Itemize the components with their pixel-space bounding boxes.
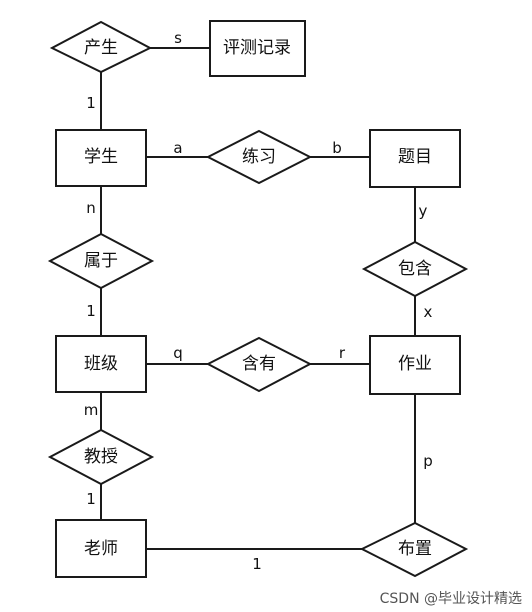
entity-label: 学生 [84, 147, 118, 167]
watermark: CSDN @毕业设计精选 [379, 591, 522, 607]
cardinality-student-practice: a [173, 139, 182, 157]
cardinality-question-contain: y [419, 202, 428, 220]
entity-label: 题目 [398, 147, 432, 167]
cardinality-class-have: q [173, 344, 183, 362]
relation-contain: 包含 [361, 240, 469, 298]
cardinality-class-teach: m [84, 401, 99, 419]
relation-label: 布置 [398, 539, 432, 559]
relation-produce: 产生 [49, 20, 153, 74]
entity-class: 班级 [55, 335, 147, 393]
relation-label: 练习 [242, 147, 276, 167]
cardinality-produce-student: 1 [86, 94, 96, 112]
relation-belong: 属于 [47, 232, 155, 290]
cardinality-student-belong: n [86, 199, 96, 217]
entity-student: 学生 [55, 129, 147, 187]
entity-evaluation-record: 评测记录 [209, 20, 306, 77]
relation-label: 产生 [84, 38, 118, 58]
relation-label: 包含 [398, 259, 432, 279]
entity-question: 题目 [369, 129, 461, 188]
cardinality-teach-teacher: 1 [86, 490, 96, 508]
relation-label: 含有 [242, 354, 276, 374]
entity-homework: 作业 [369, 335, 461, 395]
cardinality-have-homework: r [339, 344, 346, 362]
cardinality-practice-question: b [332, 139, 342, 157]
cardinality-contain-homework: x [424, 303, 433, 321]
relation-assign: 布置 [359, 521, 469, 578]
entity-label: 作业 [398, 354, 432, 374]
entity-label: 评测记录 [223, 38, 291, 58]
entity-teacher: 老师 [55, 519, 147, 578]
connector-lines [100, 47, 416, 550]
cardinality-labels: s 1 a b n 1 y x q r m 1 p 1 [84, 29, 433, 573]
cardinality-produce-record: s [174, 29, 182, 47]
cardinality-teacher-assign: 1 [252, 555, 262, 573]
relation-label: 属于 [84, 251, 118, 271]
relation-have: 含有 [205, 336, 313, 393]
entity-label: 班级 [84, 354, 118, 374]
relation-teach: 教授 [47, 428, 155, 486]
entity-label: 老师 [84, 539, 118, 559]
relation-practice: 练习 [205, 129, 313, 185]
cardinality-belong-class: 1 [86, 302, 96, 320]
relation-label: 教授 [84, 447, 118, 467]
cardinality-homework-assign: p [423, 452, 433, 470]
